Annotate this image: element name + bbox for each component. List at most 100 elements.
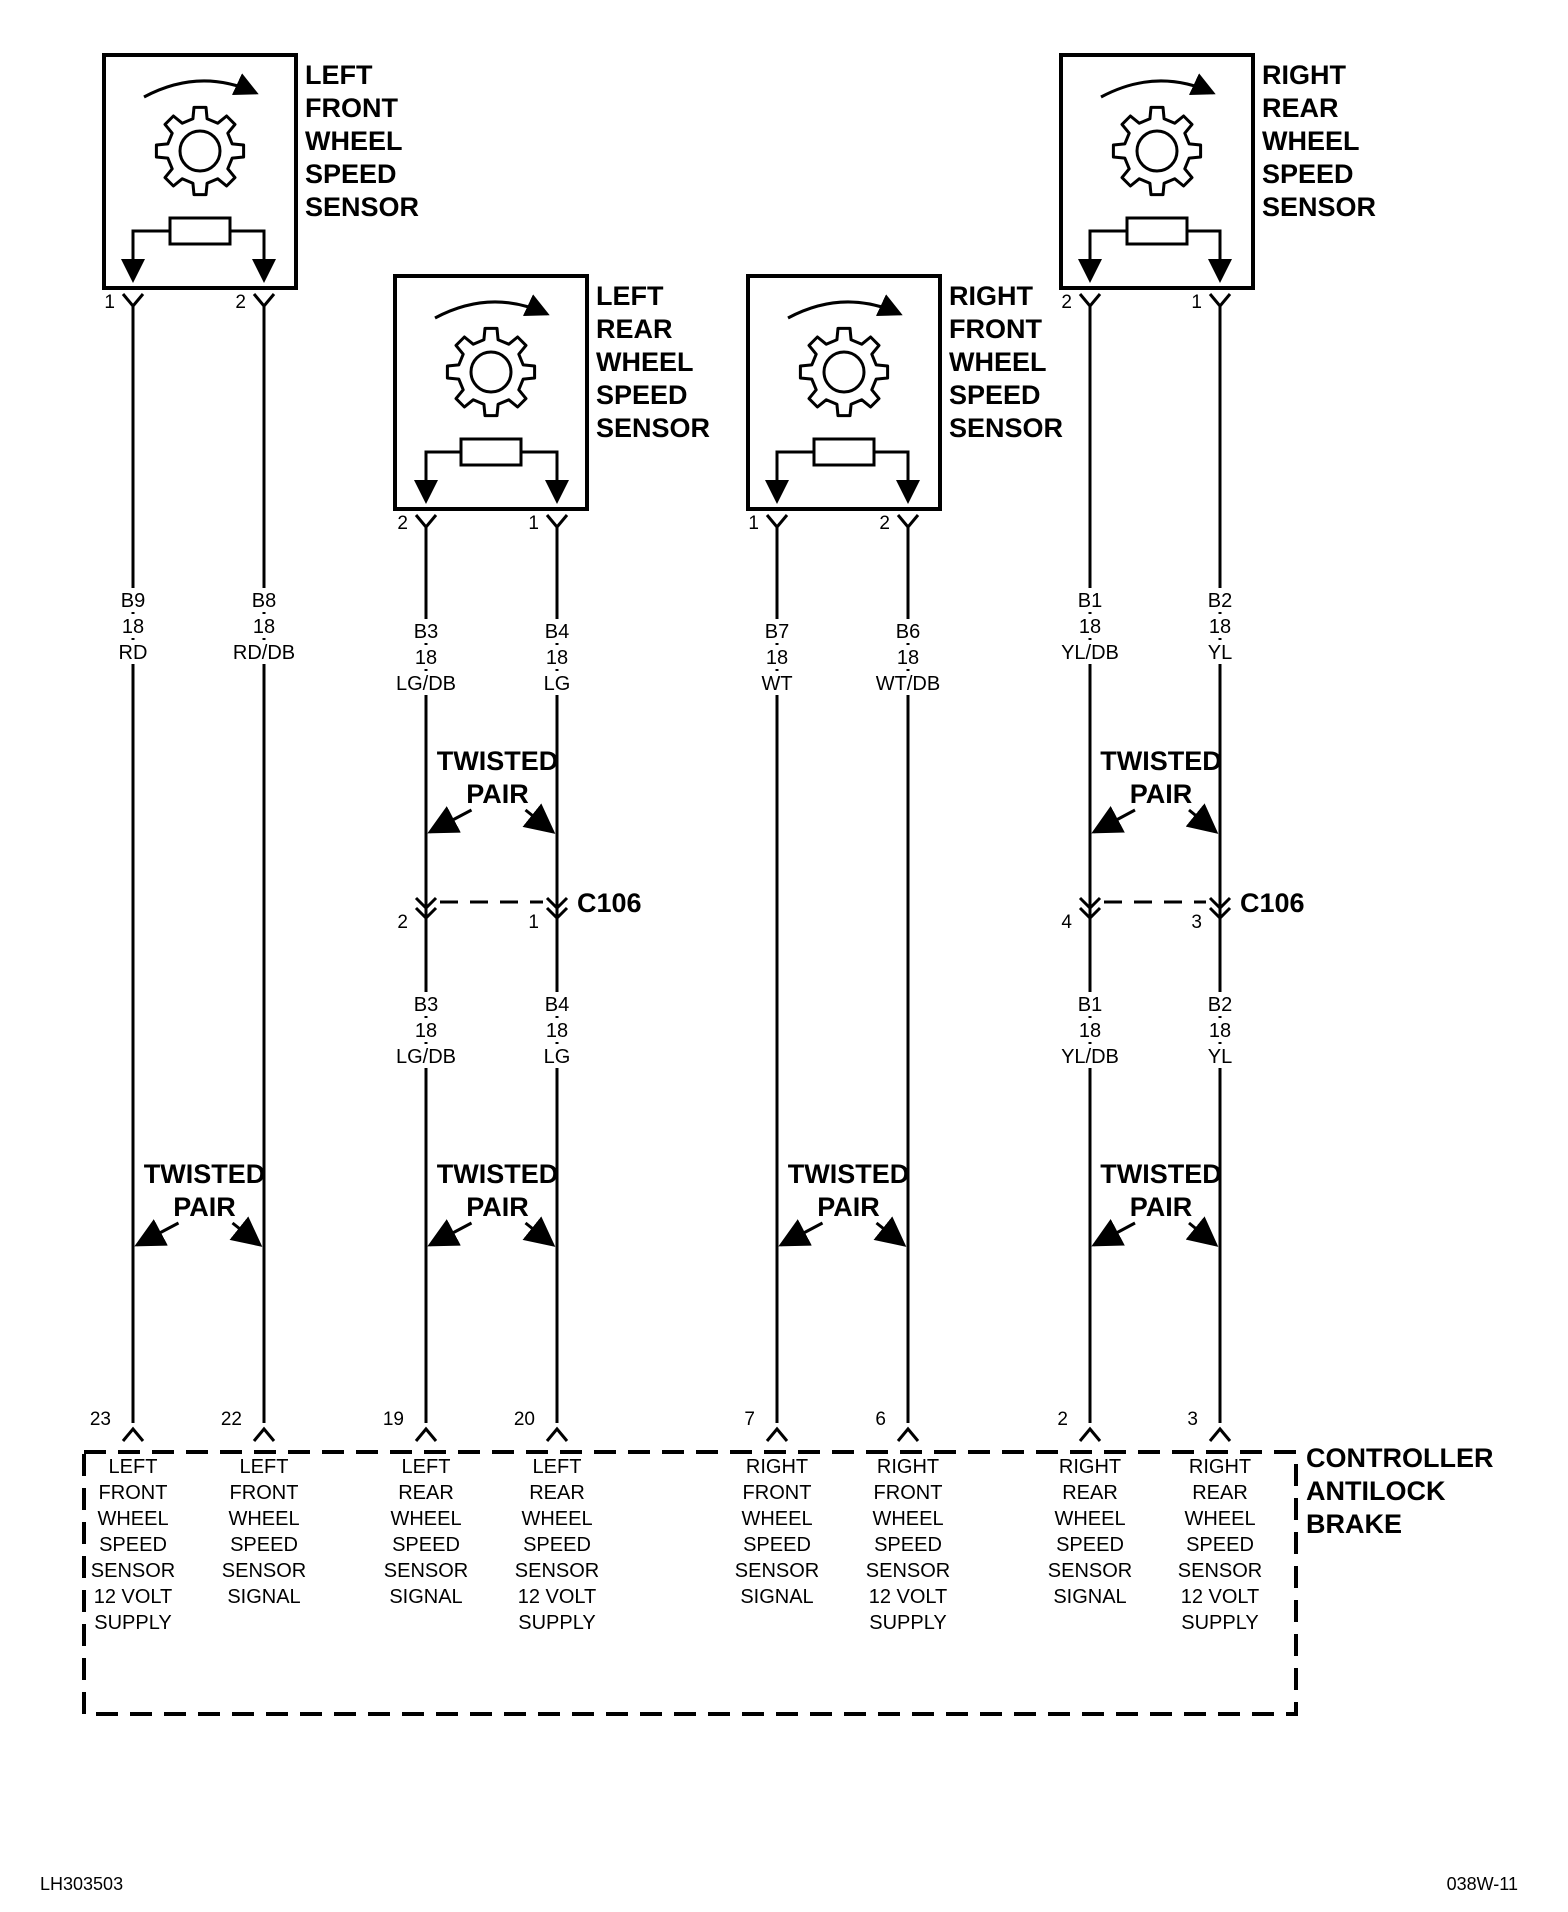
- controller-label: CONTROLLER: [1306, 1443, 1493, 1473]
- sensor-label: SPEED: [596, 380, 688, 410]
- connector-pin-icon: [414, 906, 438, 921]
- sensor-pin-number: 2: [879, 513, 890, 534]
- controller-pin-function: SENSOR: [1048, 1560, 1132, 1582]
- controller-pin-function: SUPPLY: [518, 1612, 595, 1634]
- connector-pin-icon: [765, 1426, 789, 1442]
- wire-label: LG/DB: [396, 1046, 456, 1068]
- sensor-label: LEFT: [596, 281, 664, 311]
- twisted-pair-label: TWISTED: [437, 746, 559, 776]
- twisted-pair-label: TWISTED: [788, 1159, 910, 1189]
- controller-pin-function: SPEED: [1186, 1534, 1254, 1556]
- controller-pin-function: FRONT: [743, 1482, 812, 1504]
- wire-label-bg: [395, 1044, 457, 1068]
- wire-label: 18: [415, 647, 437, 669]
- wire-label: B8: [252, 590, 276, 612]
- controller-pin-function: RIGHT: [877, 1456, 939, 1478]
- controller-pin-number: 6: [875, 1409, 886, 1430]
- wire-label-bg: [1206, 992, 1234, 1016]
- wire-label-bg: [894, 645, 922, 669]
- twisted-pair-arrow-icon: [778, 1219, 824, 1247]
- wire-label: 18: [546, 1020, 568, 1042]
- controller-pin-function: REAR: [1192, 1482, 1248, 1504]
- wire-label: 18: [546, 647, 568, 669]
- controller-pin-function: REAR: [529, 1482, 585, 1504]
- controller-pin-function: SIGNAL: [740, 1586, 813, 1608]
- resistor-icon: [1125, 216, 1189, 246]
- sensor-label: SENSOR: [305, 192, 419, 222]
- wire-label: 18: [1079, 1020, 1101, 1042]
- controller-pin-function: RIGHT: [1059, 1456, 1121, 1478]
- controller-pin-function: LEFT: [240, 1456, 289, 1478]
- controller-pin-function: REAR: [1062, 1482, 1118, 1504]
- gear-outline: [154, 105, 246, 197]
- controller-pin-function: SPEED: [1056, 1534, 1124, 1556]
- sensor-pin-number: 2: [235, 292, 246, 313]
- controller-pin-function: SENSOR: [866, 1560, 950, 1582]
- internal-lead: [1078, 229, 1127, 283]
- controller-pin-function: SENSOR: [515, 1560, 599, 1582]
- wire-label-bg: [119, 588, 147, 612]
- connector-pin-icon: [121, 293, 145, 309]
- wire-label-bg: [1206, 614, 1234, 638]
- sensor-label: SPEED: [305, 159, 397, 189]
- wire-label-bg: [412, 1018, 440, 1042]
- connector-pin-icon: [1208, 896, 1232, 911]
- controller-pin-function: 12 VOLT: [1181, 1586, 1260, 1608]
- twisted-pair-arrow-icon: [427, 806, 473, 834]
- wire-label: B1: [1078, 590, 1102, 612]
- wire-label: B2: [1208, 590, 1232, 612]
- twisted-pair-arrow-icon: [1091, 806, 1136, 834]
- wire-label-bg: [763, 671, 791, 695]
- controller-pin-function: SIGNAL: [389, 1586, 462, 1608]
- twisted-pair-arrow-icon: [229, 1216, 263, 1247]
- wire-label: RD/DB: [233, 642, 295, 664]
- wire-label-bg: [543, 645, 571, 669]
- controller-pin-function: SUPPLY: [94, 1612, 171, 1634]
- connector-pin-icon: [1078, 293, 1102, 309]
- controller-pin-function: WHEEL: [741, 1508, 812, 1530]
- controller-label: BRAKE: [1306, 1509, 1402, 1539]
- sensor-label: SENSOR: [1262, 192, 1376, 222]
- connector-pin-icon: [896, 514, 920, 530]
- wire-label-bg: [395, 671, 457, 695]
- wire-label-bg: [119, 640, 147, 664]
- connector-pin-icon: [545, 906, 569, 921]
- twisted-pair-label: PAIR: [173, 1192, 236, 1222]
- controller-pin-function: SPEED: [523, 1534, 591, 1556]
- twisted-pair-arrow-icon: [873, 1216, 907, 1247]
- wire-label-bg: [412, 619, 440, 643]
- rotation-arrow-icon: [787, 294, 903, 320]
- twisted-pair-arrow-icon: [134, 1219, 180, 1247]
- controller-pin-number: 19: [383, 1409, 404, 1430]
- connector-pin-icon: [1208, 906, 1232, 921]
- wire-label: B7: [765, 621, 789, 643]
- connector-pin-icon: [1208, 293, 1232, 309]
- wire-label-bg: [763, 619, 791, 643]
- twisted-pair-label: PAIR: [1130, 779, 1193, 809]
- connector-pin-icon: [414, 1426, 438, 1442]
- twisted-pair-arrow-icon: [522, 1216, 556, 1247]
- wire-label: LG: [544, 673, 571, 695]
- controller-pin-function: SENSOR: [1178, 1560, 1262, 1582]
- wire-label: B9: [121, 590, 145, 612]
- controller-pin-function: SENSOR: [222, 1560, 306, 1582]
- twisted-pair-label: TWISTED: [437, 1159, 559, 1189]
- controller-pin-function: SIGNAL: [1053, 1586, 1126, 1608]
- resistor-icon: [459, 437, 523, 467]
- wire-label-bg: [543, 671, 571, 695]
- wire-label-bg: [412, 645, 440, 669]
- internal-lead: [121, 229, 170, 283]
- connector-pin-number: 3: [1191, 912, 1202, 933]
- controller-pin-function: FRONT: [99, 1482, 168, 1504]
- controller-dashed-box: [82, 1450, 1298, 1716]
- internal-lead: [230, 229, 276, 283]
- twisted-pair-arrow-icon: [1185, 1216, 1219, 1247]
